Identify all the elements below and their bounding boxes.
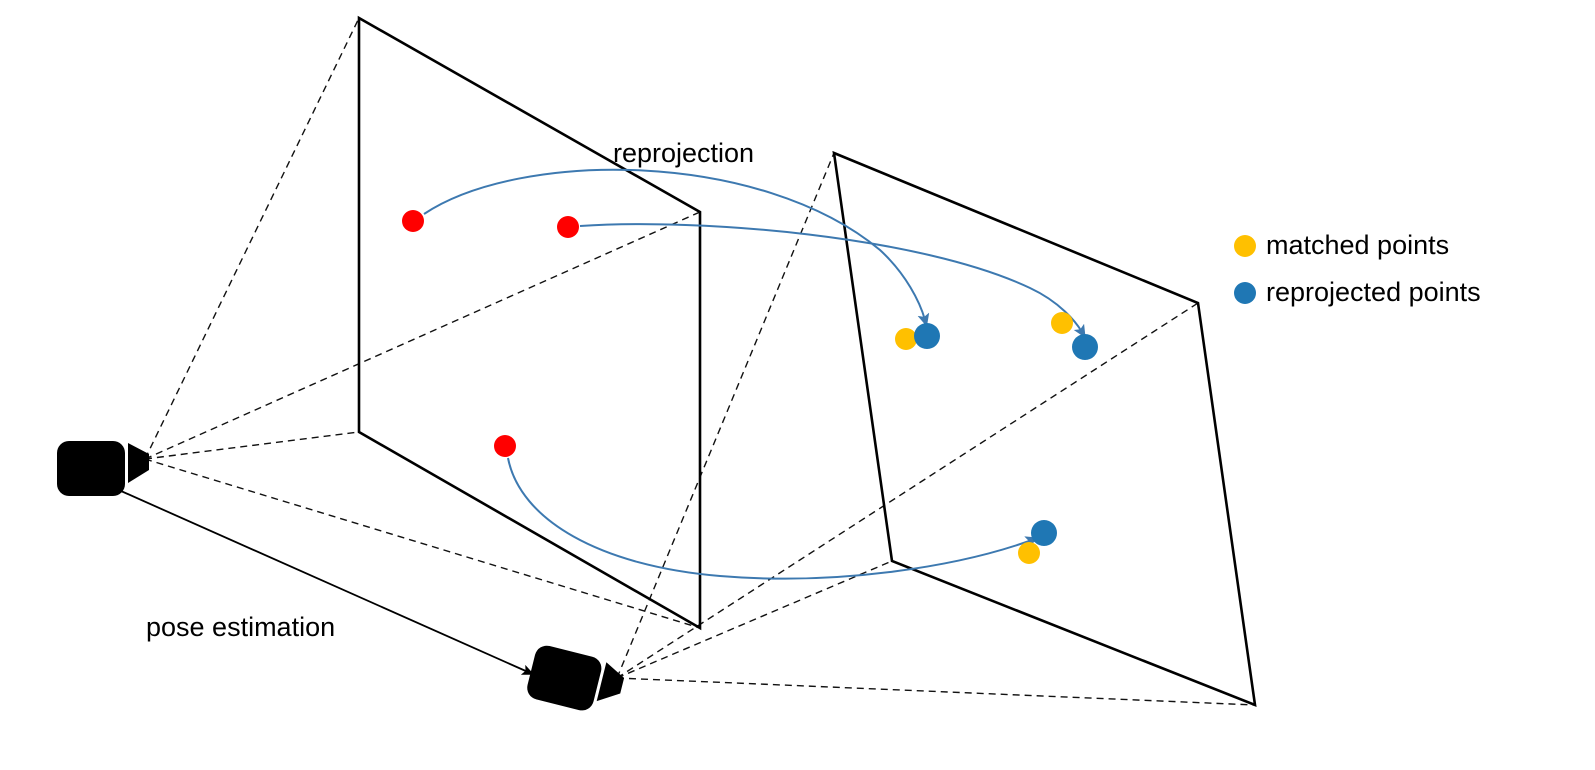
ray-c2-bl (616, 560, 893, 679)
left-image-plane (357, 15, 702, 631)
left-plane-keypoints (402, 210, 579, 457)
legend-marker-reprojected-points (1234, 282, 1256, 304)
ray-c2-tr (616, 302, 1199, 679)
ray-c1-tl (144, 17, 360, 460)
ray-c2-tl (616, 152, 835, 679)
camera-2 (527, 645, 625, 711)
reprojection-arrow-3 (507, 457, 1039, 580)
reprojection-label: reprojection (613, 138, 754, 168)
matched-point-3 (1018, 542, 1040, 564)
ray-c1-br (144, 458, 701, 629)
legend: matched points reprojected points (1234, 230, 1481, 307)
camera-2-body (527, 645, 602, 711)
legend-label-reprojected-points: reprojected points (1266, 277, 1481, 307)
camera-1 (57, 441, 149, 496)
ray-c1-bl (144, 431, 360, 460)
red-point-1 (402, 210, 424, 232)
right-plane-keypoints (895, 312, 1098, 564)
legend-label-matched-points: matched points (1266, 230, 1449, 260)
camera-2-frustum-rays (616, 152, 1256, 706)
reprojection-arrows (423, 168, 1086, 580)
camera-1-frustum-rays (144, 17, 701, 629)
right-image-plane (832, 150, 1257, 708)
camera-2-lens (596, 662, 625, 702)
matched-point-1 (895, 328, 917, 350)
reprojection-arrow-1 (423, 168, 930, 327)
matched-point-2 (1051, 312, 1073, 334)
camera-1-body (57, 441, 125, 496)
camera-1-lens (128, 443, 149, 483)
reprojected-point-1 (914, 323, 940, 349)
reprojection-arrow-2 (579, 223, 1086, 339)
ray-c2-br (616, 677, 1256, 706)
reprojected-point-3 (1031, 520, 1057, 546)
pose-estimation-label: pose estimation (146, 612, 335, 642)
red-point-3 (494, 435, 516, 457)
pose-estimation-arrow (111, 486, 535, 675)
ray-c1-tr (144, 211, 701, 460)
reprojected-point-2 (1072, 334, 1098, 360)
legend-marker-matched-points (1234, 235, 1256, 257)
red-point-2 (557, 216, 579, 238)
